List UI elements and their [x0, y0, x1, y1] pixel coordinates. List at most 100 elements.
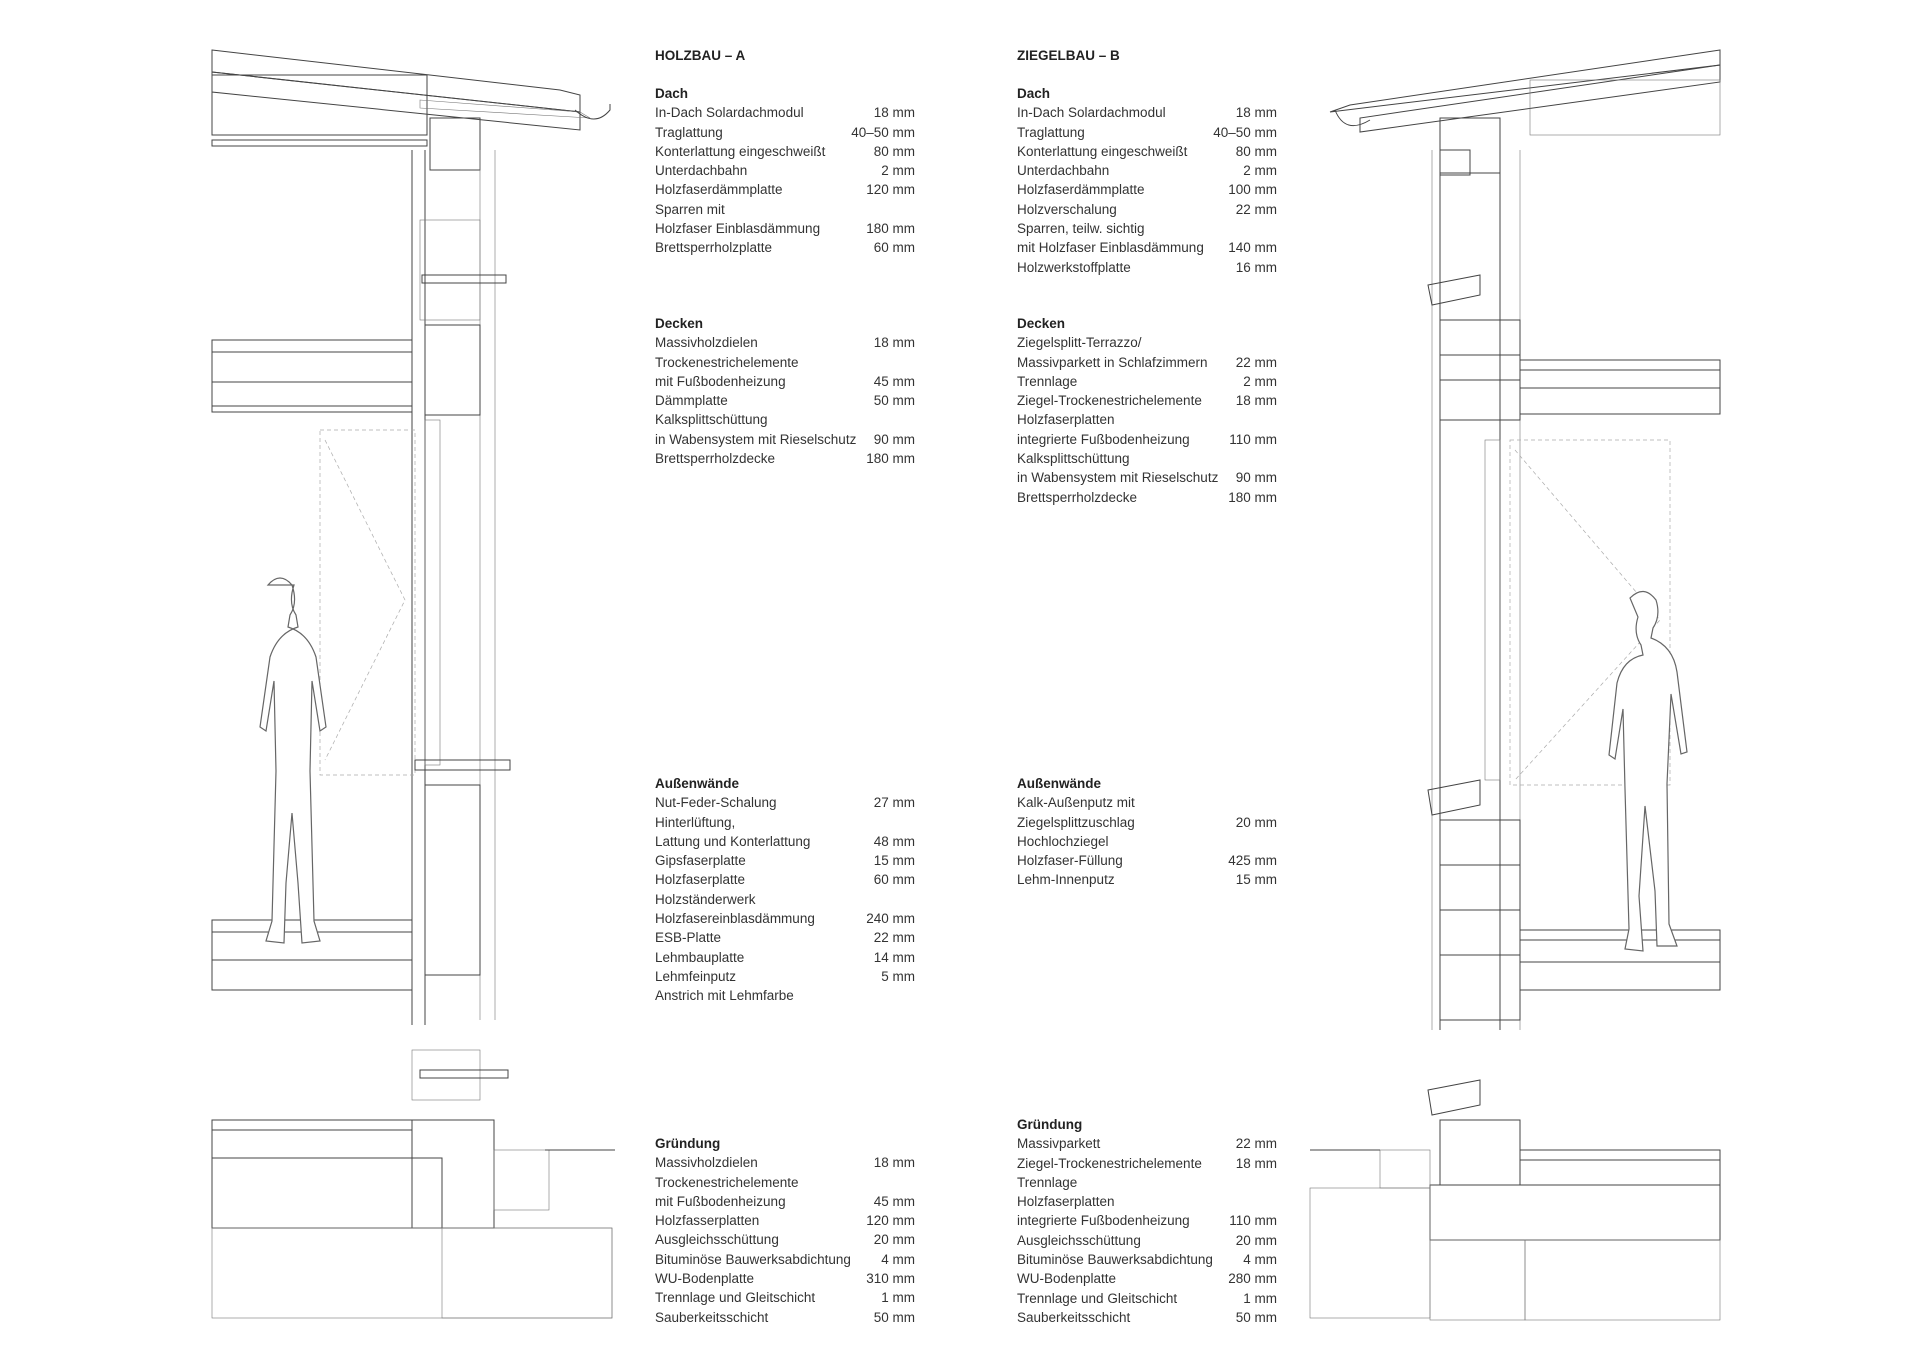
layer-row: Ausgleichsschüttung 20 mm [655, 1230, 915, 1249]
layer-label: Brettsperrholzplatte [655, 240, 773, 256]
section-heading: Dach [655, 86, 689, 101]
layer-thickness: 80 mm [873, 143, 915, 159]
section-heading: Decken [1017, 316, 1066, 331]
layer-thickness: 50 mm [1235, 1309, 1277, 1325]
layer-row: Konterlattung eingeschweißt 80 mm [655, 142, 915, 161]
layer-label: Traglattung [1017, 124, 1085, 140]
layer-label: Ausgleichsschüttung [1017, 1232, 1141, 1248]
layer-label: Gipsfaserplatte [655, 853, 746, 869]
layer-label: Holzfaserplatten [1017, 1194, 1115, 1210]
layer-label: Massivparkett [1017, 1136, 1101, 1152]
layer-label: Holzfasserplatten [655, 1213, 760, 1229]
layer-label: Kalk-Außenputz mit [1017, 795, 1135, 811]
layer-row: Lehmbauplatte 14 mm [655, 948, 915, 967]
ziegelbau-section-drawing [1309, 49, 1721, 1321]
layer-label: Konterlattung eingeschweißt [1017, 143, 1188, 159]
layer-label: Massivholzdielen [655, 1155, 758, 1171]
layer-label: Holzfaserdämmplatte [655, 182, 783, 198]
layer-thickness: 120 mm [866, 1213, 915, 1229]
layer-thickness: 18 mm [873, 335, 915, 351]
layer-row: Holzfaserplatten [1017, 1192, 1277, 1211]
layer-thickness: 120 mm [866, 182, 915, 198]
layer-thickness: 40–50 mm [1213, 124, 1277, 140]
layer-label: Brettsperrholzdecke [655, 451, 776, 467]
layer-thickness: 50 mm [873, 1309, 915, 1325]
layer-row: Holzfasserplatten 120 mm [655, 1211, 915, 1230]
layer-label: Anstrich mit Lehmfarbe [655, 988, 794, 1004]
layer-label: Lehmfeinputz [655, 968, 737, 984]
layer-thickness: 20 mm [1235, 814, 1277, 830]
layer-label: Kalksplittschüttung [655, 412, 768, 428]
layer-row: Massivparkett 22 mm [1017, 1134, 1277, 1153]
layer-row: mit Fußbodenheizung 45 mm [655, 1192, 915, 1211]
layer-label: mit Fußbodenheizung [655, 373, 786, 389]
layer-row: Kalksplittschüttung [655, 410, 915, 429]
layer-thickness: 14 mm [873, 949, 915, 965]
holzbau-title: HOLZBAU – A [655, 48, 746, 63]
layer-label: Sparren mit [655, 201, 725, 217]
layer-thickness: 5 mm [881, 968, 915, 984]
layer-label: Konterlattung eingeschweißt [655, 143, 826, 159]
layer-label: Bituminöse Bauwerksabdichtung [655, 1251, 851, 1267]
layer-label: Ausgleichsschüttung [655, 1232, 779, 1248]
layer-thickness: 2 mm [881, 163, 915, 179]
layer-thickness: 20 mm [873, 1232, 915, 1248]
layer-label: integrierte Fußbodenheizung [1017, 1213, 1190, 1229]
layer-thickness: 22 mm [873, 930, 915, 946]
layer-label: Lehm-Innenputz [1017, 872, 1115, 888]
layer-thickness: 22 mm [1235, 1136, 1277, 1152]
layer-thickness: 90 mm [873, 431, 915, 447]
layer-label: mit Holzfaser Einblasdämmung [1017, 240, 1204, 256]
layer-thickness: 90 mm [1235, 470, 1277, 486]
layer-label: Holzfasereinblasdämmung [655, 911, 815, 927]
layer-thickness: 4 mm [881, 1251, 915, 1267]
layer-label: Hinterlüftung, [655, 814, 736, 830]
layer-label: mit Fußbodenheizung [655, 1193, 786, 1209]
layer-label: WU-Bodenplatte [1017, 1271, 1117, 1287]
layer-row: Bituminöse Bauwerksabdichtung 4 mm [655, 1250, 915, 1269]
layer-row: Anstrich mit Lehmfarbe [655, 986, 915, 1005]
layer-row: Trockenestrichelemente [655, 1173, 915, 1192]
layer-thickness: 60 mm [873, 872, 915, 888]
layer-thickness: 110 mm [1229, 1213, 1277, 1229]
layer-thickness: 15 mm [873, 853, 915, 869]
section-heading: Dach [1017, 86, 1051, 101]
layer-thickness: 22 mm [1235, 201, 1277, 217]
layer-thickness: 45 mm [873, 1193, 915, 1209]
layer-label: Sparren, teilw. sichtig [1017, 221, 1145, 237]
layer-thickness: 180 mm [866, 221, 915, 237]
layer-row: Lehmfeinputz 5 mm [655, 967, 915, 986]
layer-thickness: 180 mm [1228, 489, 1277, 505]
section-heading: Außenwände [1017, 776, 1102, 791]
layer-row: Kalksplittschüttung [1017, 449, 1277, 468]
layer-label: Lehmbauplatte [655, 949, 745, 965]
layer-label: Trennlage [1017, 1174, 1078, 1190]
layer-thickness: 20 mm [1235, 1232, 1277, 1248]
layer-thickness: 18 mm [1235, 1155, 1277, 1171]
